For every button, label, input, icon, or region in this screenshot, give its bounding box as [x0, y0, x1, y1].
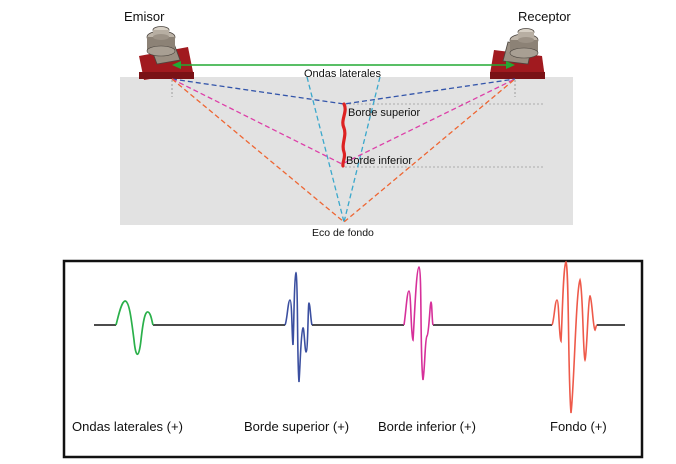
top-edge-signal — [284, 271, 313, 383]
backwall-path — [171, 78, 516, 223]
backwall-signal — [551, 260, 598, 414]
bottom-edge-signal-label: Borde inferior (+) — [378, 419, 476, 434]
bottom-edge-signal — [403, 266, 434, 381]
top-edge-label: Borde superior — [348, 107, 420, 119]
lateral-dashed-path-left — [306, 76, 345, 223]
signal-panel — [62, 259, 644, 459]
receiver-probe-icon — [490, 28, 545, 79]
top-edge-path — [171, 78, 516, 105]
defect-crack — [341, 102, 347, 168]
backwall-signal-label: Fondo (+) — [550, 419, 607, 434]
receiver-label: Receptor — [518, 9, 571, 24]
top-edge-signal-label: Borde superior (+) — [244, 419, 349, 434]
emitter-label: Emisor — [124, 9, 165, 24]
backwall-echo-label: Eco de fondo — [312, 227, 374, 239]
test-specimen — [120, 77, 573, 225]
lateral-wave-signal-label: Ondas laterales (+) — [72, 419, 183, 434]
bottom-edge-label: Borde inferior — [346, 155, 412, 167]
emitter-probe-icon — [139, 26, 194, 80]
lateral-wave-signal — [115, 300, 154, 356]
lateral-wave-label: Ondas laterales — [304, 68, 382, 80]
lateral-arrow-right — [506, 61, 515, 69]
lateral-arrow-left — [172, 61, 181, 69]
lateral-dashed-path-right — [343, 76, 381, 223]
